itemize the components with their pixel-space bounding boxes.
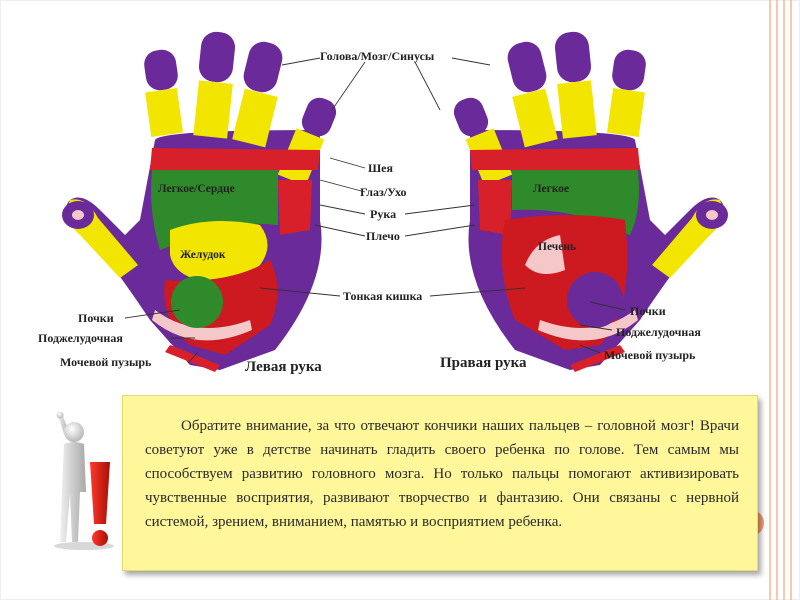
- left-hand-title: Левая рука: [245, 359, 322, 375]
- label-head: Голова/Мозг/Синусы: [320, 49, 435, 63]
- label-kidneys-left: Почки: [78, 311, 114, 325]
- label-liver: Печень: [538, 241, 576, 253]
- right-hand-title: Правая рука: [440, 355, 527, 371]
- label-shoulder: Плечо: [366, 229, 400, 243]
- label-lung-heart: Легкое/Сердце: [158, 183, 235, 195]
- label-kidneys-right: Почки: [630, 304, 666, 318]
- label-neck: Шея: [368, 161, 394, 175]
- label-bladder-left: Мочевой пузырь: [60, 355, 152, 369]
- label-lung: Легкое: [533, 183, 569, 195]
- label-eye-ear: Глаз/Ухо: [360, 185, 407, 199]
- label-stomach: Желудок: [180, 249, 226, 261]
- info-note: Обратите внимание, за что отвечают кончи…: [122, 395, 758, 571]
- label-bladder-right: Мочевой пузырь: [604, 348, 696, 362]
- leader-lines: [124, 57, 626, 364]
- hand-reflexology-diagram: Голова/Мозг/Синусы Шея Глаз/Ухо Рука Пле…: [38, 31, 728, 375]
- label-arm: Рука: [370, 207, 396, 221]
- person-with-exclamation-icon: [54, 412, 114, 550]
- label-small-intestine: Тонкая кишка: [343, 289, 422, 303]
- label-pancreas-left: Поджелудочная: [38, 331, 123, 345]
- right-hand: [453, 31, 728, 372]
- left-hand: [62, 31, 337, 372]
- note-text: Обратите внимание, за что отвечают кончи…: [145, 418, 739, 530]
- label-pancreas-right: Поджелудочная: [616, 325, 701, 339]
